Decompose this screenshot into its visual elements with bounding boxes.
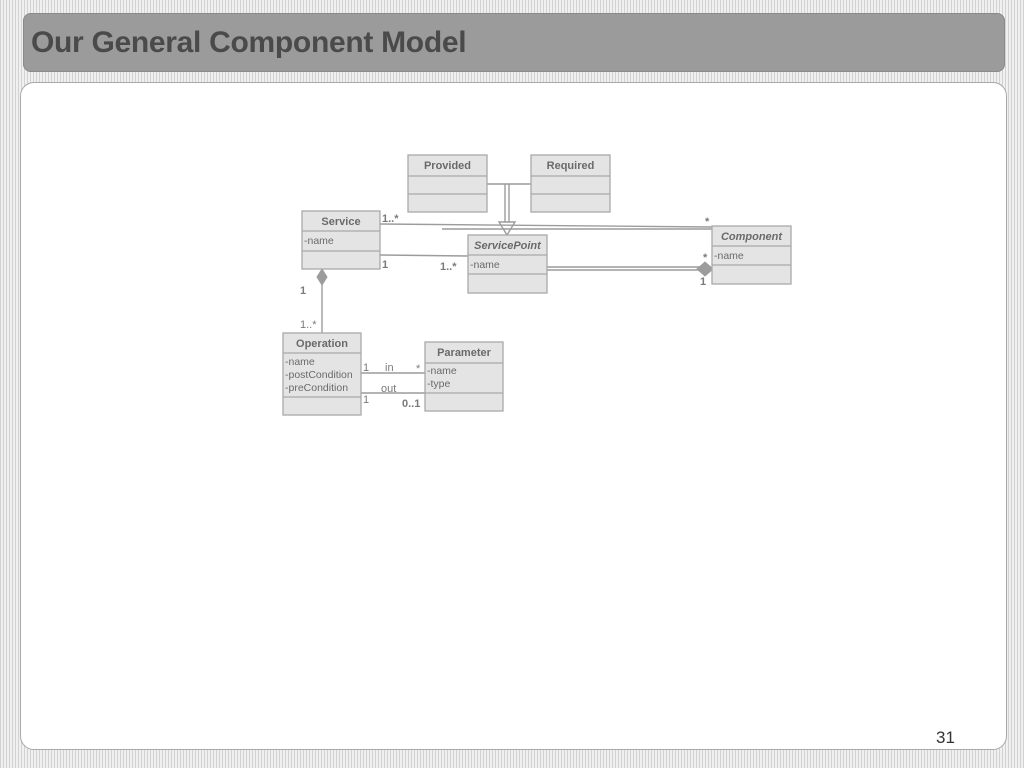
- mult-service-sp-one: 1: [382, 259, 388, 271]
- mult-in-star: *: [416, 363, 421, 375]
- mult-out-one: 1: [363, 394, 369, 406]
- mult-out-zero-one: 0..1: [402, 398, 420, 410]
- slide-number: 31: [936, 728, 955, 747]
- mult-in-one: 1: [363, 362, 369, 374]
- label-in: in: [385, 362, 394, 374]
- service-servicepoint-link: [379, 254, 469, 257]
- class-parameter-name: Parameter: [437, 347, 492, 359]
- composition-diamond-component: [696, 261, 714, 277]
- class-required: Required: [530, 154, 611, 213]
- class-operation-attr-postcondition: -postCondition: [285, 369, 353, 381]
- composition-diamond-service: [316, 268, 328, 286]
- service-component-link: [379, 223, 713, 228]
- class-operation-attr-precondition: -preCondition: [285, 382, 348, 394]
- class-component: Component -name: [711, 225, 792, 285]
- mult-op-service: 1..*: [300, 319, 317, 331]
- mult-component-star-top: *: [705, 216, 710, 228]
- class-parameter: Parameter -name -type: [424, 341, 504, 412]
- slide-content-panel: [20, 82, 1007, 750]
- class-operation-name: Operation: [296, 338, 348, 350]
- class-parameter-attr-type: -type: [427, 378, 451, 390]
- slide-title: Our General Component Model: [31, 26, 467, 59]
- class-provided-name: Provided: [424, 160, 471, 172]
- class-required-name: Required: [547, 160, 595, 172]
- class-service-name: Service: [321, 216, 360, 228]
- class-operation-attr-name: -name: [285, 356, 315, 368]
- class-service-attr: -name: [304, 235, 334, 247]
- class-operation: Operation -name -postCondition -preCondi…: [282, 332, 362, 416]
- class-component-attr: -name: [714, 250, 744, 262]
- class-provided: Provided: [407, 154, 488, 213]
- slide-title-bar: Our General Component Model: [23, 13, 1005, 72]
- mult-component-sp-star: *: [703, 252, 708, 264]
- mult-sp-service: 1..*: [440, 261, 457, 273]
- mult-service-op-one: 1: [300, 285, 306, 297]
- label-out: out: [381, 383, 396, 395]
- class-parameter-attr-name: -name: [427, 365, 457, 377]
- class-service: Service -name: [301, 210, 381, 270]
- class-component-name: Component: [721, 231, 783, 243]
- class-servicepoint: ServicePoint -name: [467, 234, 548, 294]
- mult-service-top: 1..*: [382, 213, 399, 225]
- class-servicepoint-name: ServicePoint: [474, 240, 542, 252]
- mult-component-sp-one: 1: [700, 276, 706, 288]
- class-servicepoint-attr: -name: [470, 259, 500, 271]
